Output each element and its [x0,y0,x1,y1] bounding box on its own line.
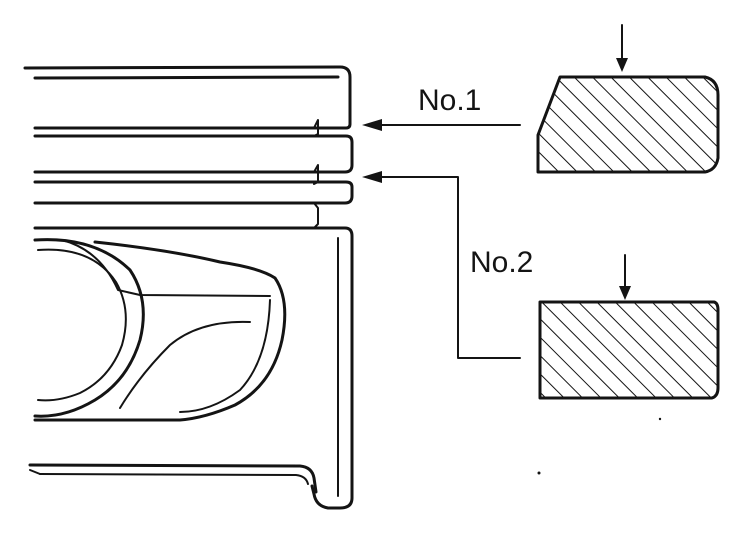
pin-boss-web-curve [119,320,251,409]
piston-top-land-inner [33,75,340,80]
piston-skirt-bottom-inner [39,473,309,485]
speck [658,417,662,421]
leader-no2 [362,171,521,359]
leader-no1 [362,119,521,131]
ring-no1-section [536,24,720,174]
label-no1: No.1 [418,84,481,117]
oil-groove [313,202,319,229]
pin-boss-inner [37,248,127,402]
piston-third-land [33,180,354,205]
pin-boss-web [33,240,287,422]
piston-skirt-bottom [28,463,318,494]
piston-second-land [33,134,354,174]
piston [23,65,354,510]
pin-boss-rib [61,239,271,297]
speck [537,471,541,475]
pin-boss-web-inner [179,299,271,413]
piston-skirt [33,226,354,510]
ring-no2-section [538,254,720,400]
label-no2: No.2 [470,246,533,279]
piston-top-land [23,65,352,130]
piston-skirt-edge [29,469,41,475]
pin-boss-outer [33,238,145,418]
